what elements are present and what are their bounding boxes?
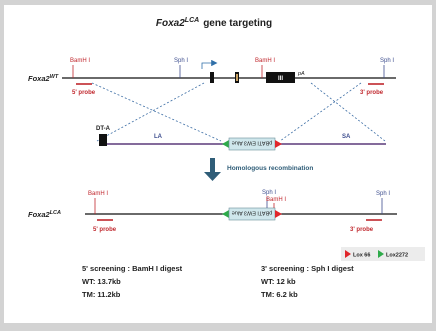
lca-sph1-mid-label: Sph I	[262, 190, 276, 196]
wt-bamh1-mid-label: BamH I	[255, 58, 275, 64]
exon2-inner	[236, 74, 238, 81]
wt-bamh1-left-label: BamH I	[70, 58, 90, 64]
vector-lox2272-site	[222, 140, 229, 148]
screening-5prime-title: 5' screening : BamH I digest	[82, 264, 183, 273]
lca-bamh1-mid-label: BamH I	[266, 197, 286, 203]
recombination-arrow-head	[204, 172, 221, 181]
polya-label: pA	[297, 71, 305, 77]
lca-5prime-probe-label: 5' probe	[93, 227, 117, 233]
screening-3prime-wt: WT: 12 kb	[261, 277, 296, 286]
exon3-box	[266, 72, 295, 83]
lca-lox66-site	[275, 210, 282, 218]
exon1-box	[210, 72, 214, 83]
dta-label: DT-A	[96, 126, 111, 132]
crossover-right-b	[279, 82, 362, 142]
homologous-recombination-label: Homologous recombination	[227, 165, 313, 172]
legend-lox66-icon	[345, 250, 351, 258]
legend-lox2272-label: Lox2272	[386, 253, 408, 259]
lca-3prime-probe-label: 3' probe	[350, 227, 374, 233]
wt-sph1-mid-label: Sph I	[174, 58, 188, 64]
screening-3prime-title: 3' screening : Sph I digest	[261, 264, 354, 273]
lox-legend: Lox 66 Lox2272	[341, 247, 425, 261]
left-arm-label: LA	[154, 134, 163, 140]
lca-bamh1-left-label: BamH I	[88, 191, 108, 197]
wt-3prime-probe-label: 3' probe	[360, 90, 384, 96]
wt-allele-label: Foxa2WT	[28, 74, 59, 83]
vector-cassette-label: pBATI EW3 Alue	[232, 140, 273, 146]
lca-cassette-label: pBATI EW3 Alue	[232, 210, 273, 216]
lca-sph1-right-label: Sph I	[376, 191, 390, 197]
transcription-start-arrow	[201, 59, 218, 69]
recombination-arrow-shaft	[210, 158, 215, 172]
legend-lox2272-icon	[378, 250, 384, 258]
screening-3prime-tm: TM: 6.2 kb	[261, 290, 298, 299]
lca-lox2272-site	[222, 210, 229, 218]
exon3-label: III	[278, 76, 283, 82]
legend-lox66-label: Lox 66	[353, 253, 370, 259]
screening-5prime-wt: WT: 13.7kb	[82, 277, 121, 286]
screening-5prime-tm: TM: 11.2kb	[82, 290, 121, 299]
short-arm-label: SA	[342, 134, 351, 140]
lca-allele-label: Foxa2LCA	[28, 210, 61, 219]
crossover-left-a	[91, 82, 222, 142]
vector-lox66-site	[275, 140, 282, 148]
wt-5prime-probe-label: 5' probe	[72, 90, 96, 96]
crossover-left-b	[96, 82, 205, 142]
wt-sph1-right-label: Sph I	[380, 58, 394, 64]
dta-box	[99, 134, 107, 146]
